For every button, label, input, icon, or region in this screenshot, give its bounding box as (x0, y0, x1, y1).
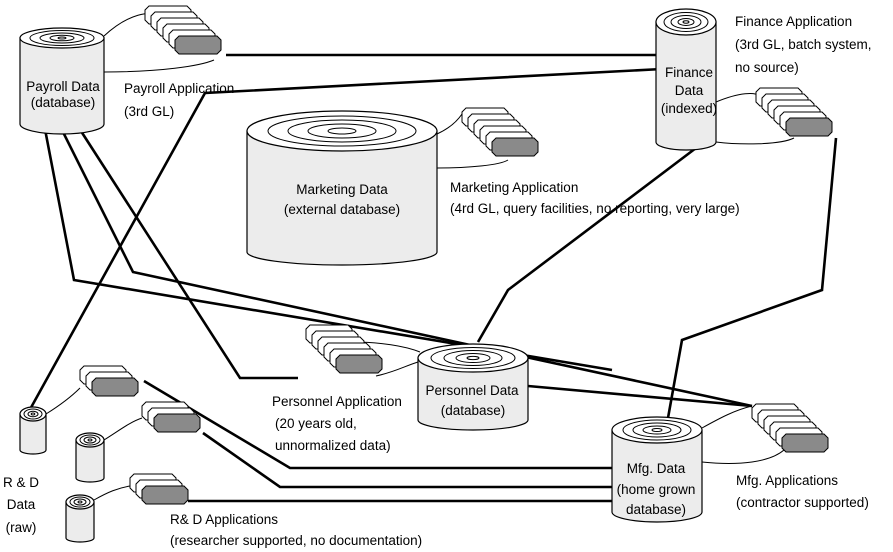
personnel-group: Personnel Data (database) Personnel Appl… (272, 324, 529, 453)
personnel-data-sublabel: (database) (441, 403, 506, 418)
marketing-app-card-stack-icon (461, 107, 539, 157)
link-rnd-finance (26, 67, 663, 414)
rnd-data-cylinder-1 (19, 406, 47, 455)
marketing-data-cylinder (246, 110, 438, 266)
link-rnd2-mfg (202, 431, 612, 489)
marketing-app-sublabel: (4rd GL, query facilities, no reporting,… (450, 201, 740, 216)
payroll-data-label: Payroll Data (26, 79, 100, 94)
payroll-group: Payroll Data (database) Payroll Applicat… (19, 5, 234, 135)
link-finance-mfg (666, 137, 838, 419)
personnel-app-sublabel-2: unnormalized data) (275, 438, 391, 453)
link-finance-personnel (476, 143, 701, 343)
finance-data-sublabel-2: (indexed) (661, 101, 717, 116)
rnd-app-card-stack-icon-3 (129, 473, 189, 505)
payroll-app-card-stack-icon (144, 5, 222, 55)
link-personnel-mfg-app (527, 384, 753, 408)
rnd-app-sublabel: (researcher supported, no documentation) (170, 533, 422, 548)
rnd-data-cylinder-2 (75, 432, 105, 483)
payroll-app-sublabel: (3rd GL) (124, 104, 174, 119)
mfg-data-cylinder (611, 416, 703, 523)
rnd-group: R & D Data (raw) R& D Applications (rese… (3, 365, 422, 548)
finance-app-sublabel-2: no source) (735, 60, 799, 75)
mfg-data-sublabel-2: database) (626, 502, 686, 517)
finance-data-cylinder (655, 8, 717, 151)
marketing-data-label: Marketing Data (296, 182, 388, 197)
marketing-app-label: Marketing Application (450, 180, 578, 195)
rnd-data-cylinder-3 (65, 494, 95, 543)
mfg-app-label: Mfg. Applications (736, 473, 838, 488)
rnd-app-card-stack-icon-1 (79, 365, 139, 397)
personnel-app-card-stack-icon (305, 324, 383, 374)
link-payroll-personnel-app (77, 127, 298, 380)
finance-group: Finance Data (indexed) Finance Applicati… (655, 8, 872, 151)
mfg-data-label: Mfg. Data (627, 461, 686, 476)
mfg-group: Mfg. Data (home grown database) Mfg. App… (611, 403, 869, 523)
finance-app-sublabel: (3rd GL, batch system, (735, 37, 872, 52)
personnel-data-label: Personnel Data (425, 383, 519, 398)
personnel-data-cylinder (417, 343, 529, 431)
connection-lines (26, 53, 838, 503)
rnd-app-card-stack-icon-2 (141, 401, 201, 433)
personnel-app-label: Personnel Application (272, 394, 402, 409)
finance-data-label: Finance (665, 65, 713, 80)
rnd-app-label: R& D Applications (170, 512, 278, 527)
mfg-app-sublabel: (contractor supported) (736, 495, 869, 510)
link-payroll-mfg-data (42, 123, 613, 372)
finance-app-label: Finance Application (735, 14, 852, 29)
link-payroll-mfg-app (57, 123, 753, 408)
mfg-data-sublabel: (home grown (617, 482, 696, 497)
mfg-app-card-stack-icon (751, 403, 829, 453)
payroll-data-cylinder (19, 27, 105, 135)
rnd-data-sublabel: Data (7, 497, 36, 512)
finance-app-card-stack-icon (755, 87, 833, 137)
personnel-app-sublabel: (20 years old, (275, 416, 357, 431)
payroll-data-sublabel: (database) (31, 95, 96, 110)
rnd-data-sublabel-2: (raw) (6, 520, 37, 535)
marketing-group: Marketing Data (external database) Marke… (246, 107, 740, 266)
finance-data-sublabel: Data (675, 83, 704, 98)
marketing-data-sublabel: (external database) (284, 202, 400, 217)
rnd-data-label: R & D (3, 475, 39, 490)
payroll-app-label: Payroll Application (124, 81, 234, 96)
